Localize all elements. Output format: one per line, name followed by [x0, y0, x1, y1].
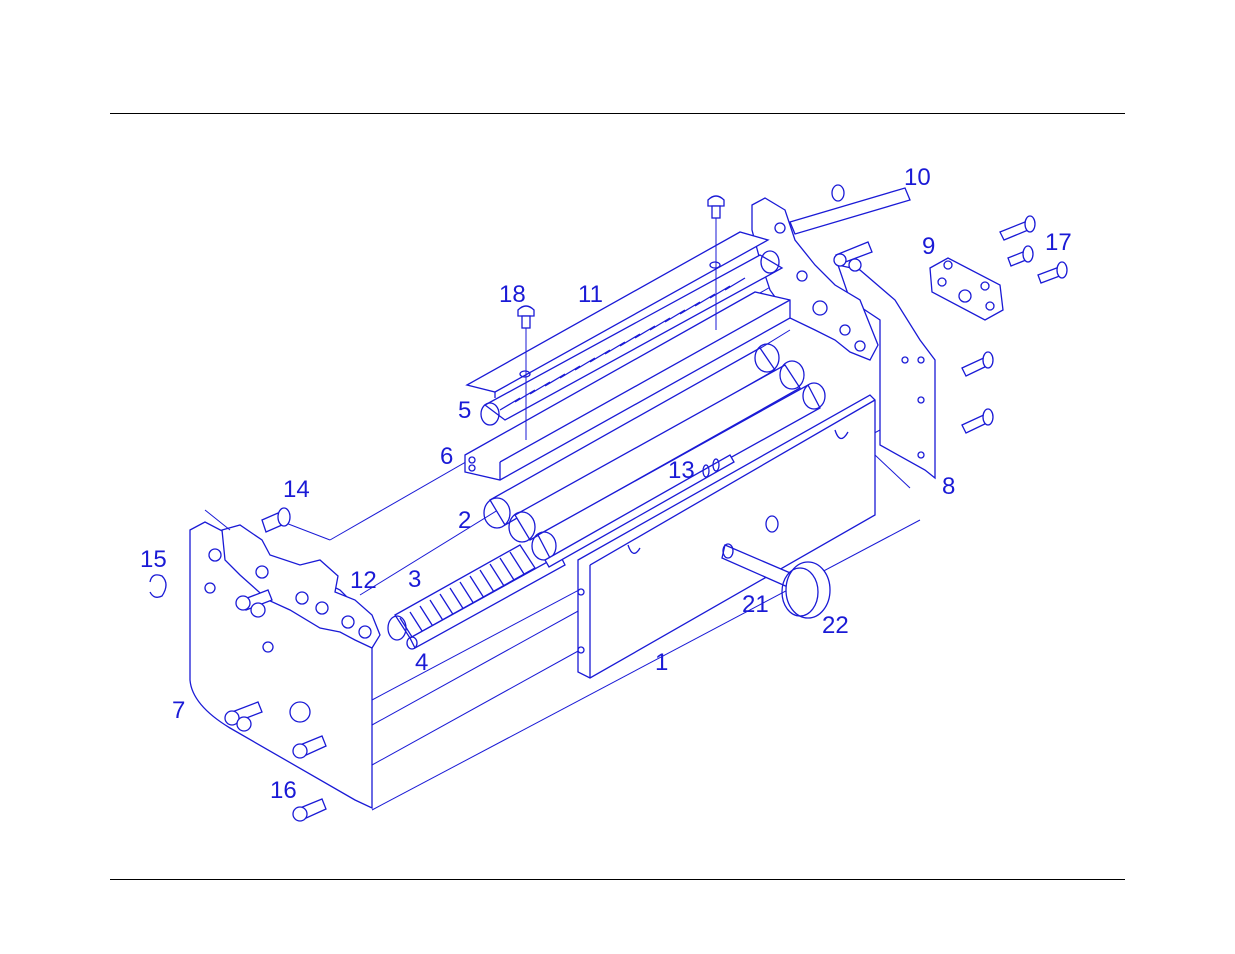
callout-7: 7: [172, 697, 185, 724]
callout-12: 12: [350, 567, 377, 594]
callout-6: 6: [440, 443, 453, 470]
callout-17: 17: [1045, 229, 1072, 256]
callout-14: 14: [283, 476, 310, 503]
callout-3: 3: [408, 566, 421, 593]
callout-1: 1: [655, 649, 668, 676]
screw-14: [262, 508, 330, 540]
callout-2: 2: [458, 507, 471, 534]
rear-bracket: [930, 258, 1003, 320]
callout-13: 13: [668, 457, 695, 484]
callout-21: 21: [742, 591, 769, 618]
screw-16-lower: [293, 799, 326, 821]
callout-16: 16: [270, 777, 297, 804]
callout-18: 18: [499, 281, 526, 308]
long-shaft: [790, 185, 910, 234]
screw-rear-right: [962, 352, 993, 433]
retaining-clip-15: [150, 575, 166, 597]
callout-10: 10: [904, 164, 931, 191]
callout-8: 8: [942, 473, 955, 500]
callout-22: 22: [822, 612, 849, 639]
callout-4: 4: [415, 649, 428, 676]
callout-11: 11: [578, 281, 603, 308]
callout-9: 9: [922, 233, 935, 260]
callout-5: 5: [458, 397, 471, 424]
callout-15: 15: [140, 546, 167, 573]
